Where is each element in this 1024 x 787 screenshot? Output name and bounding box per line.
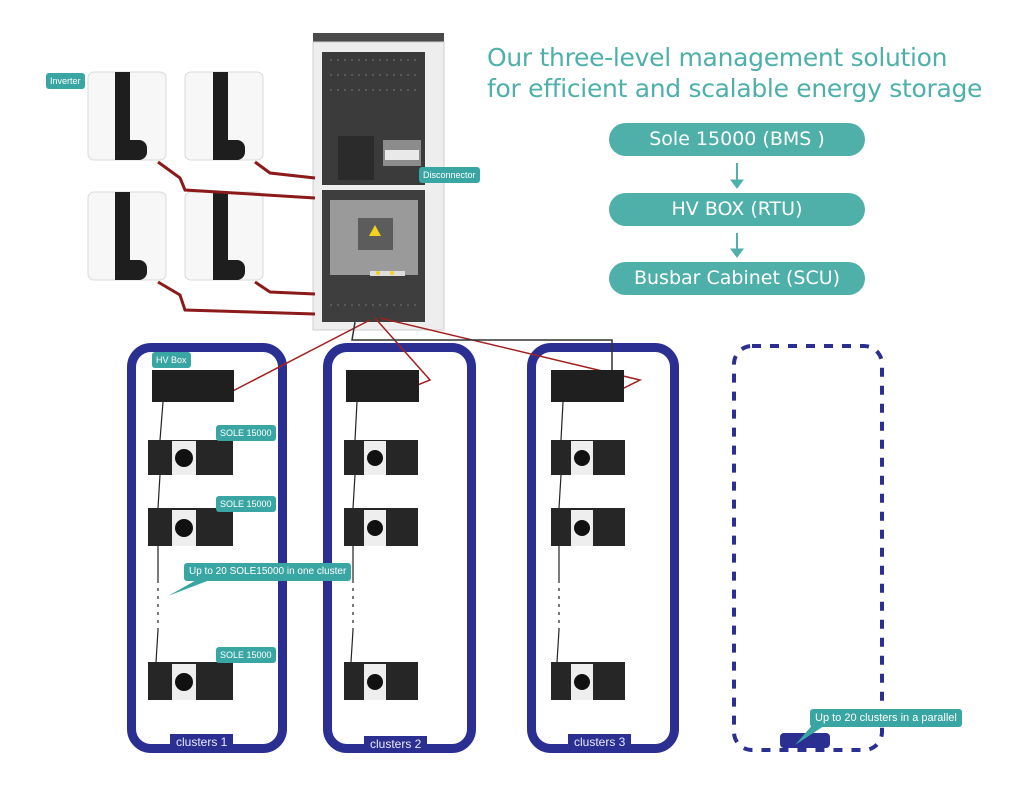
battery-module	[344, 662, 418, 700]
battery-tag-1: SOLE 15000	[216, 425, 276, 441]
busbar-cabinet	[312, 33, 445, 331]
cluster-label-3: clusters 3	[568, 734, 632, 750]
disconnector-tag: Disconnector	[419, 167, 480, 183]
inverter-cables	[157, 160, 316, 316]
battery-module	[344, 508, 418, 546]
battery-module	[148, 440, 233, 475]
cluster-label-2: clusters 2	[364, 736, 428, 752]
parallel-cluster-label-stub	[780, 733, 830, 748]
battery-module	[551, 440, 625, 475]
battery-module	[148, 508, 233, 546]
battery-module	[344, 440, 418, 475]
diagram-title: Our three-level management solution for …	[487, 42, 982, 104]
parallel-capacity-callout: Up to 20 clusters in a parallel	[810, 709, 962, 727]
battery-module	[551, 508, 625, 546]
battery-tag-2: SOLE 15000	[216, 496, 276, 512]
arrow-down-icon-2	[730, 233, 744, 258]
hv-box-3	[551, 370, 624, 402]
hv-box-1	[152, 370, 234, 402]
cluster-feed-cables	[224, 317, 643, 396]
cluster-capacity-callout: Up to 20 SOLE15000 in one cluster	[184, 563, 352, 581]
hv-box-tag: HV Box	[152, 352, 191, 368]
battery-module	[551, 662, 625, 700]
battery-module	[148, 662, 233, 700]
inverter-3	[87, 191, 167, 281]
cluster-callout-tail	[168, 578, 215, 596]
inverter-tag: Inverter	[46, 73, 85, 89]
title-line-1: Our three-level management solution	[487, 43, 948, 72]
inverter-2	[184, 71, 264, 161]
inverter-4	[184, 191, 264, 281]
level-scu: Busbar Cabinet (SCU)	[609, 262, 865, 295]
cluster-label-1: clusters 1	[170, 734, 234, 750]
hv-box-2	[346, 370, 419, 402]
battery-tag-3: SOLE 15000	[216, 647, 276, 663]
battery-modules	[148, 440, 625, 700]
parallel-callout-tail	[795, 722, 830, 745]
arrow-down-icon-1	[730, 163, 744, 189]
level-rtu: HV BOX (RTU)	[609, 193, 865, 226]
inverter-1	[87, 71, 167, 161]
level-bms: Sole 15000 (BMS )	[609, 123, 865, 156]
parallel-cluster-placeholder	[732, 344, 884, 752]
series-cables	[155, 401, 564, 663]
title-line-2: for efficient and scalable energy storag…	[487, 74, 983, 103]
